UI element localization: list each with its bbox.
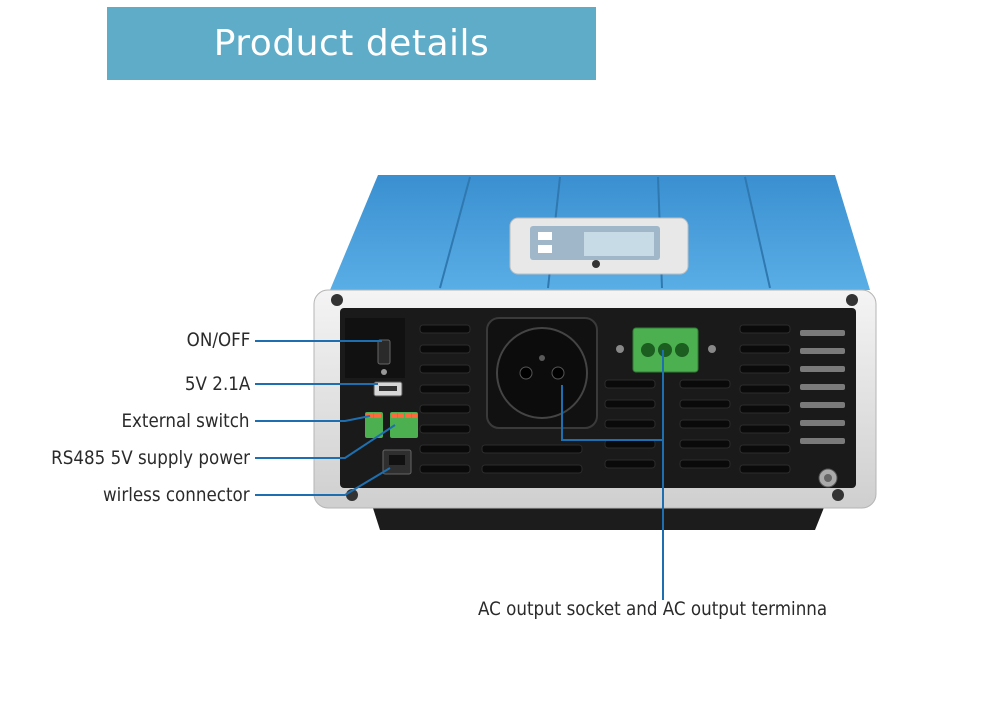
- callout-rs485: RS485 5V supply power: [51, 447, 250, 469]
- callout-wireless: wirless connector: [103, 484, 250, 506]
- callout-on-off: ON/OFF: [186, 329, 250, 351]
- mounting-plate: [372, 505, 825, 530]
- power-switch: [377, 339, 391, 365]
- leader-ac-output: [561, 385, 664, 600]
- ac-socket: [486, 317, 598, 429]
- lcd-display: [509, 217, 689, 275]
- external-switch-terminal: [365, 412, 383, 438]
- leader-wireless: [255, 467, 391, 496]
- callout-usb: 5V 2.1A: [184, 373, 250, 395]
- leader-external-switch: [255, 415, 371, 422]
- page-title: Product details: [213, 23, 490, 64]
- title-banner: Product details: [107, 7, 596, 80]
- callout-external-switch: External switch: [121, 410, 250, 432]
- callout-ac-output: AC output socket and AC output terminna: [478, 598, 828, 620]
- ac-output-terminal: [616, 327, 716, 373]
- rs485-terminal: [390, 412, 418, 438]
- leader-rs485: [255, 424, 396, 459]
